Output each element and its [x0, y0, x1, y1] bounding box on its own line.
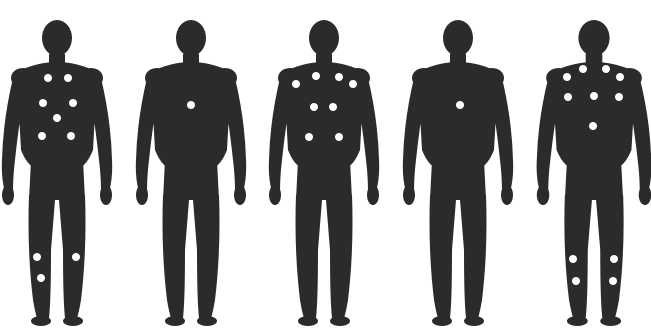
body-marker	[53, 114, 61, 122]
human-silhouette	[537, 20, 651, 326]
human-silhouette	[269, 20, 379, 326]
body-marker	[610, 255, 618, 263]
body-marker	[64, 74, 72, 82]
body-marker	[187, 101, 195, 109]
human-silhouette	[136, 20, 246, 326]
body-marker	[69, 99, 77, 107]
body-marker	[44, 74, 52, 82]
human-silhouette	[403, 20, 513, 326]
body-marker	[609, 277, 617, 285]
body-marker	[335, 73, 343, 81]
body-marker	[602, 65, 610, 73]
body-marker	[589, 122, 597, 130]
body-marker	[335, 133, 343, 141]
body-marker	[72, 253, 80, 261]
body-marker	[305, 133, 313, 141]
body-marker	[572, 277, 580, 285]
figure-4	[403, 20, 513, 326]
body-marker	[590, 92, 598, 100]
body-marker	[292, 80, 300, 88]
figure-5	[537, 20, 651, 326]
body-marker	[456, 101, 464, 109]
body-marker	[39, 99, 47, 107]
figure-1	[2, 20, 112, 326]
body-marker	[312, 72, 320, 80]
body-marker	[37, 274, 45, 282]
figure-2	[136, 20, 246, 326]
body-marker	[349, 80, 357, 88]
body-marker	[569, 255, 577, 263]
human-silhouette	[2, 20, 112, 326]
body-marker	[563, 73, 571, 81]
body-marker	[616, 73, 624, 81]
body-marker	[579, 65, 587, 73]
body-marker	[310, 103, 318, 111]
body-marker	[329, 103, 337, 111]
figure-3	[269, 20, 379, 326]
body-marker	[564, 93, 572, 101]
body-marker	[38, 132, 46, 140]
body-marker	[615, 93, 623, 101]
body-marker	[33, 253, 41, 261]
body-marker	[67, 132, 75, 140]
